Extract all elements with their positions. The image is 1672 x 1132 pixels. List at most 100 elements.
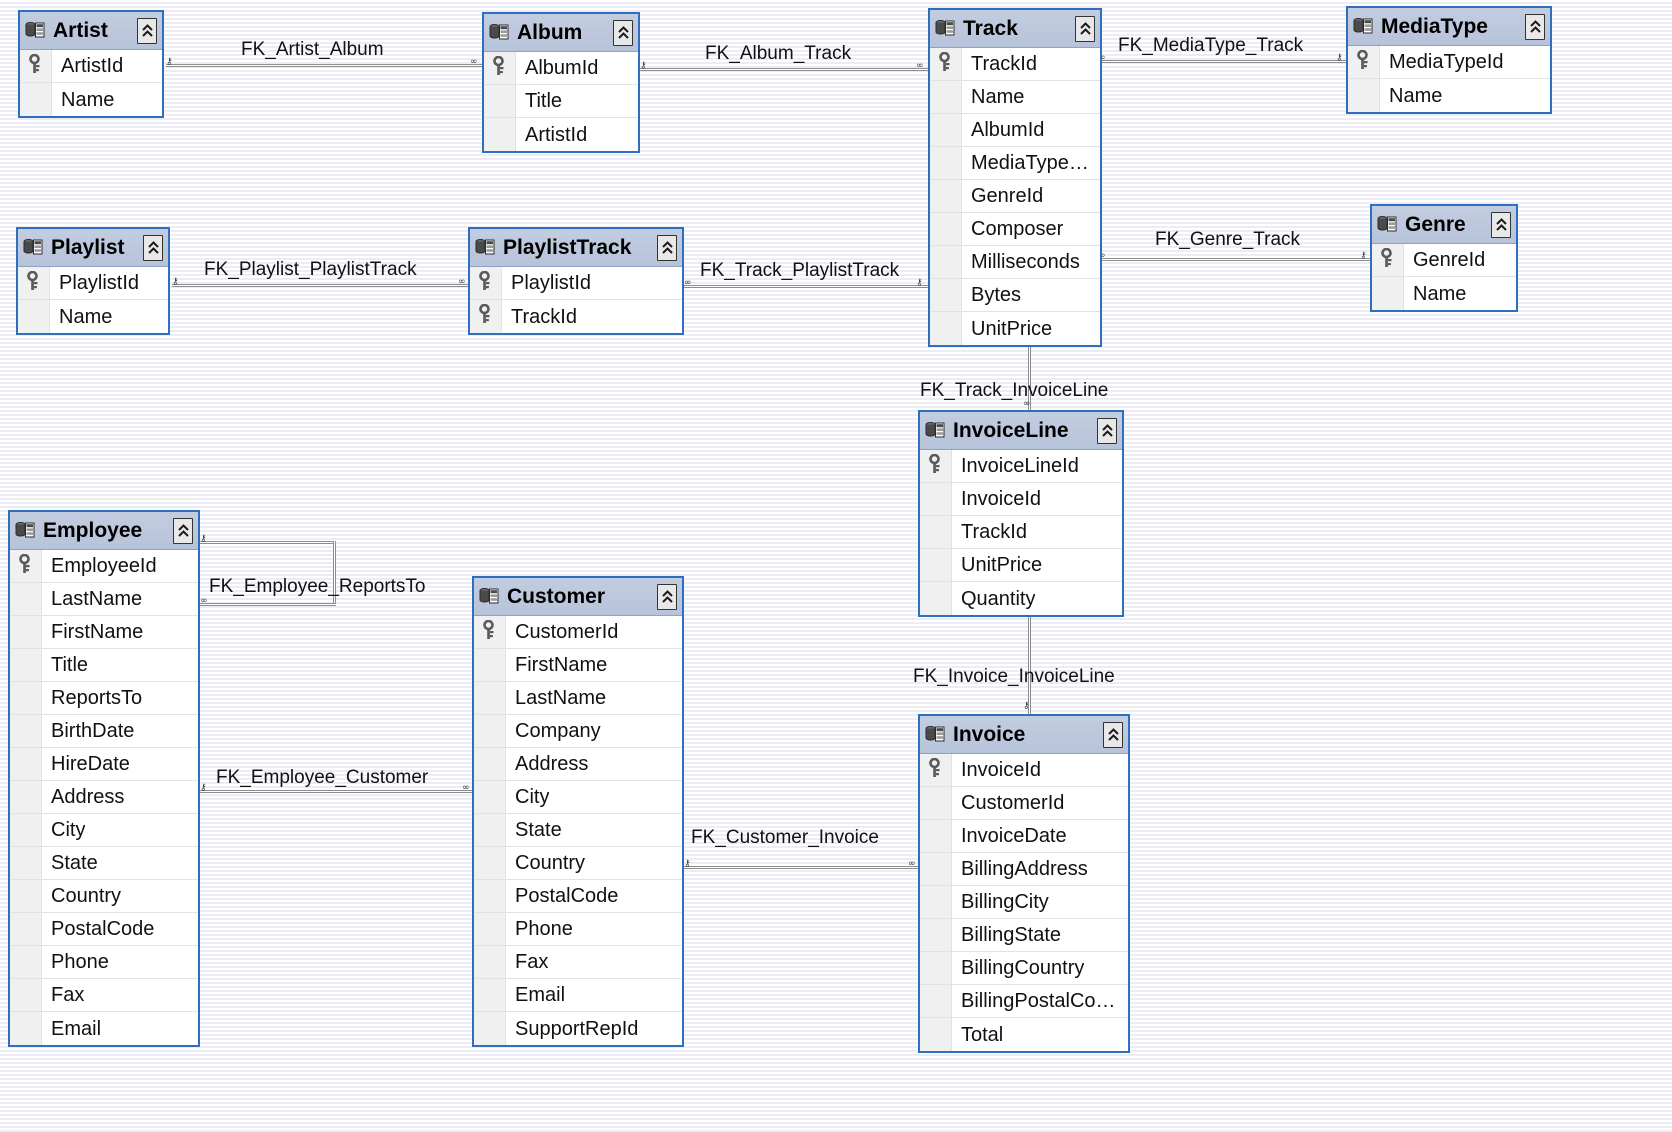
table-header-invoice[interactable]: Invoice: [920, 716, 1128, 754]
column-row[interactable]: InvoiceLineId: [920, 450, 1122, 483]
column-row[interactable]: MediaTypeId: [1348, 46, 1550, 79]
column-row[interactable]: AlbumId: [930, 114, 1100, 147]
relationship-line-mediatype-track[interactable]: [1102, 60, 1348, 63]
column-row[interactable]: PlaylistId: [470, 267, 682, 300]
column-row[interactable]: UnitPrice: [930, 312, 1100, 345]
column-row[interactable]: Milliseconds: [930, 246, 1100, 279]
column-row[interactable]: BillingAddress: [920, 853, 1128, 886]
column-row[interactable]: Address: [10, 781, 198, 814]
column-row[interactable]: City: [474, 781, 682, 814]
collapse-chevrons-icon[interactable]: [1103, 721, 1123, 748]
column-row[interactable]: Title: [484, 85, 638, 118]
column-row[interactable]: ArtistId: [484, 118, 638, 151]
table-header-mediatype[interactable]: MediaType: [1348, 8, 1550, 46]
table-header-album[interactable]: Album: [484, 14, 638, 52]
column-row[interactable]: Email: [10, 1012, 198, 1045]
column-row[interactable]: FirstName: [10, 616, 198, 649]
column-row[interactable]: InvoiceId: [920, 483, 1122, 516]
table-header-playlist[interactable]: Playlist: [18, 229, 168, 267]
relationship-line-customer-invoice[interactable]: [684, 866, 920, 869]
relationship-line-invoice-invoiceline[interactable]: [1028, 612, 1031, 716]
column-row[interactable]: Name: [18, 300, 168, 333]
relationship-line-employee-customer[interactable]: [200, 790, 474, 793]
column-row[interactable]: Title: [10, 649, 198, 682]
table-header-customer[interactable]: Customer: [474, 578, 682, 616]
collapse-chevrons-icon[interactable]: [1075, 15, 1095, 42]
column-row[interactable]: State: [474, 814, 682, 847]
collapse-chevrons-icon[interactable]: [657, 583, 677, 610]
column-row[interactable]: PlaylistId: [18, 267, 168, 300]
column-row[interactable]: AlbumId: [484, 52, 638, 85]
column-row[interactable]: FirstName: [474, 649, 682, 682]
column-row[interactable]: Fax: [474, 946, 682, 979]
column-row[interactable]: Name: [930, 81, 1100, 114]
column-row[interactable]: State: [10, 847, 198, 880]
relationship-line-album-track[interactable]: [640, 68, 930, 71]
column-row[interactable]: ArtistId: [20, 50, 162, 83]
column-row[interactable]: TrackId: [930, 48, 1100, 81]
column-row[interactable]: BillingState: [920, 919, 1128, 952]
column-row[interactable]: Bytes: [930, 279, 1100, 312]
column-row[interactable]: Country: [474, 847, 682, 880]
column-row[interactable]: LastName: [10, 583, 198, 616]
column-row[interactable]: EmployeeId: [10, 550, 198, 583]
column-row[interactable]: Total: [920, 1018, 1128, 1051]
column-row[interactable]: BillingCountry: [920, 952, 1128, 985]
column-row[interactable]: PostalCode: [10, 913, 198, 946]
column-row[interactable]: Email: [474, 979, 682, 1012]
column-row[interactable]: Name: [1372, 277, 1516, 310]
column-row[interactable]: TrackId: [920, 516, 1122, 549]
column-row[interactable]: Composer: [930, 213, 1100, 246]
column-row[interactable]: SupportRepId: [474, 1012, 682, 1045]
column-row[interactable]: Name: [1348, 79, 1550, 112]
column-row[interactable]: MediaType…: [930, 147, 1100, 180]
relationship-line-artist-album[interactable]: [166, 64, 484, 67]
relationship-line-playlist-playlisttrack[interactable]: [172, 284, 472, 287]
column-row[interactable]: Quantity: [920, 582, 1122, 615]
column-row[interactable]: Country: [10, 880, 198, 913]
column-row[interactable]: BillingCity: [920, 886, 1128, 919]
table-header-track[interactable]: Track: [930, 10, 1100, 48]
table-header-genre[interactable]: Genre: [1372, 206, 1516, 244]
column-row[interactable]: InvoiceId: [920, 754, 1128, 787]
table-header-employee[interactable]: Employee: [10, 512, 198, 550]
column-row[interactable]: GenreId: [930, 180, 1100, 213]
column-row[interactable]: LastName: [474, 682, 682, 715]
relationship-line-employee-reportsto-top[interactable]: [200, 541, 336, 544]
column-row[interactable]: BirthDate: [10, 715, 198, 748]
column-row[interactable]: UnitPrice: [920, 549, 1122, 582]
relationship-line-employee-reportsto-side[interactable]: [333, 541, 336, 606]
collapse-chevrons-icon[interactable]: [1525, 13, 1545, 40]
column-row[interactable]: Phone: [474, 913, 682, 946]
column-row[interactable]: ReportsTo: [10, 682, 198, 715]
column-row[interactable]: CustomerId: [920, 787, 1128, 820]
relationship-line-genre-track[interactable]: [1102, 258, 1372, 261]
column-row[interactable]: PostalCode: [474, 880, 682, 913]
collapse-chevrons-icon[interactable]: [1097, 417, 1117, 444]
column-row[interactable]: Phone: [10, 946, 198, 979]
relationship-line-track-invoiceline[interactable]: [1028, 344, 1031, 412]
collapse-chevrons-icon[interactable]: [143, 234, 163, 261]
column-row[interactable]: BillingPostalCo…: [920, 985, 1128, 1018]
column-row[interactable]: GenreId: [1372, 244, 1516, 277]
column-row[interactable]: CustomerId: [474, 616, 682, 649]
column-row[interactable]: Company: [474, 715, 682, 748]
column-row[interactable]: TrackId: [470, 300, 682, 333]
table-header-playlisttrack[interactable]: PlaylistTrack: [470, 229, 682, 267]
collapse-chevrons-icon[interactable]: [1491, 211, 1511, 238]
column-row[interactable]: HireDate: [10, 748, 198, 781]
collapse-chevrons-icon[interactable]: [657, 234, 677, 261]
collapse-chevrons-icon[interactable]: [613, 19, 633, 46]
